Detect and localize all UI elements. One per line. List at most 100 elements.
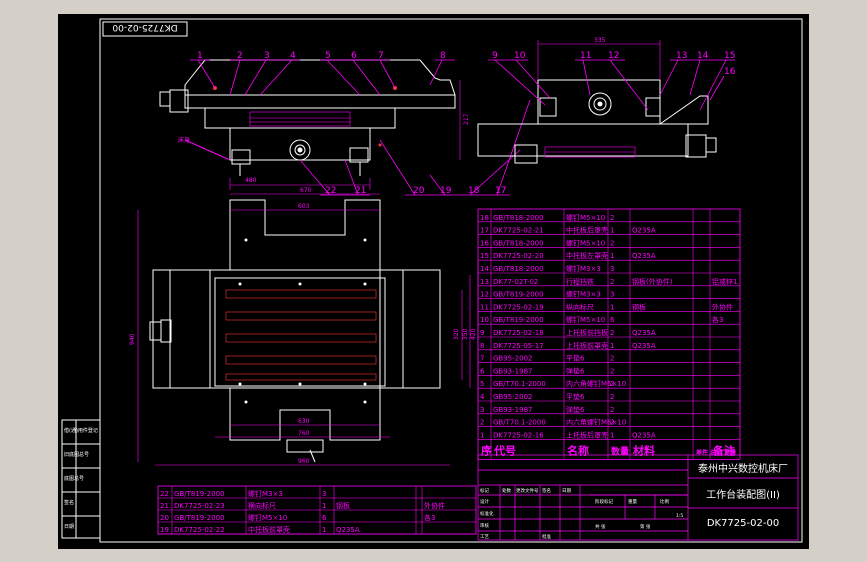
bom-cell-name: 螺钉M3×3 [566, 264, 601, 273]
svg-text:603: 603 [298, 203, 310, 210]
title-block [477, 454, 799, 541]
left-registration-column [61, 419, 101, 539]
bom-cell-no: 2 [480, 419, 484, 427]
svg-text:比例: 比例 [660, 498, 669, 505]
bom-header-material: 材料 [633, 443, 655, 457]
svg-text:设计: 设计 [480, 498, 489, 505]
bom-cell-no: 13 [480, 278, 489, 286]
bom-cell-no: 14 [480, 265, 489, 273]
callouts-front-view: 1 2 3 4 5 6 7 8 [197, 51, 446, 61]
bom-cell-name: 上托板前罩壳 [566, 341, 608, 350]
bom-cell-code: GB/T818-2000 [493, 214, 544, 222]
svg-text:日期: 日期 [562, 488, 571, 494]
bom-cell-name: 平垫6 [566, 354, 585, 363]
bom-cell-qty: 3 [610, 265, 614, 273]
bom-cell-code: DK7725-02-23 [174, 502, 225, 510]
bom-header-no: 序 [481, 443, 492, 457]
bom-cell-qty: 1 [610, 431, 614, 439]
bom-cell-qty: 2 [610, 214, 614, 222]
bom-cell-no: 21 [160, 502, 169, 510]
bom-cell-name: 内六角螺钉M6×10 [566, 379, 626, 388]
svg-text:5: 5 [325, 51, 331, 61]
svg-text:8: 8 [440, 51, 446, 61]
bom-cell-no: 17 [480, 227, 489, 235]
bom-cell-remark: 外协件 [424, 501, 445, 510]
svg-text:7: 7 [378, 51, 384, 61]
front-view-dims [229, 80, 461, 190]
bom-cell-qty: 1 [610, 342, 614, 350]
side-view-dims [537, 40, 661, 80]
reg-label-5: 日期 [64, 524, 74, 530]
bom-cell-code: DK7725-02-18 [493, 329, 544, 337]
bom-cell-qty: 2 [610, 239, 614, 247]
svg-text:10: 10 [514, 51, 526, 61]
dim-top-width: 480 [245, 177, 257, 184]
bom-cell-code: DK7725-02-21 [493, 227, 544, 235]
svg-text:14: 14 [697, 51, 709, 61]
bom-cell-code: GB/T819-2000 [493, 291, 544, 299]
drawing-sheet[interactable] [58, 14, 809, 549]
bom-cell-material: 钢板 [336, 501, 350, 510]
bom-cell-name: 中托板后罩壳 [566, 226, 608, 235]
bom-cell-code: GB95-2002 [493, 393, 532, 401]
bom-header-qty: 数量 [611, 445, 629, 457]
svg-text:670: 670 [300, 187, 312, 194]
bom-cell-name: 螺钉M3×3 [566, 290, 601, 299]
side-elevation-hatch [544, 146, 636, 158]
bom-cell-name: 纵向标尺 [566, 302, 594, 311]
plan-dim-labels: 670 603 940 320 350 420 630 760 960 [129, 187, 477, 465]
bom-cell-qty: 3 [322, 490, 326, 498]
dim-side-width: 335 [594, 37, 606, 44]
bom-cell-no: 6 [480, 367, 485, 375]
callout-leaders-front [190, 59, 455, 96]
svg-text:21: 21 [355, 186, 366, 196]
bom-cell-no: 15 [480, 252, 489, 260]
bom-header-name: 名称 [567, 443, 589, 457]
svg-text:11: 11 [580, 51, 591, 61]
bom-cell-no: 1 [480, 431, 484, 439]
svg-text:12: 12 [608, 51, 619, 61]
bom-cell-material: 钢板(外协件) [632, 277, 673, 286]
bom-cell-name: 螺钉M5×10 [566, 238, 605, 247]
bom-cell-no: 7 [480, 355, 484, 363]
svg-text:第 张: 第 张 [640, 523, 651, 530]
bom-cell-no: 5 [480, 380, 484, 388]
plan-view-slots [225, 289, 377, 381]
svg-text:960: 960 [298, 458, 310, 465]
svg-text:22: 22 [325, 186, 336, 196]
dim-top-height: 217 [463, 113, 470, 125]
bom-cell-code: DK7725-05-17 [493, 342, 544, 350]
svg-text:2: 2 [237, 51, 243, 61]
bom-cell-no: 8 [480, 342, 484, 350]
svg-text:630: 630 [298, 418, 310, 425]
svg-text:17: 17 [495, 186, 506, 196]
bom-cell-no: 16 [480, 239, 489, 247]
title-small-labels: 标记 处数 更改文件号 签名 日期 设计 标准化 审核 工艺 批准 阶段标记 重… [480, 487, 683, 540]
svg-text:16: 16 [724, 67, 736, 77]
svg-text:签名: 签名 [542, 487, 551, 494]
bom-cell-no: 19 [160, 526, 169, 534]
svg-text:处数: 处数 [502, 487, 511, 494]
bom-cell-name: 螺钉M5×10 [566, 213, 605, 222]
plan-view-dims [137, 193, 479, 466]
bom-cell-material: Q235A [632, 431, 656, 439]
svg-text:标记: 标记 [480, 487, 489, 494]
bom-cell-remark: 各3 [424, 513, 435, 522]
svg-text:320: 320 [453, 328, 460, 340]
callout-leaders-bottom [299, 99, 531, 196]
svg-text:350: 350 [462, 328, 469, 340]
drawing-number-rotated: DK7725-02-00 [112, 22, 177, 32]
bom-cell-no: 9 [480, 329, 484, 337]
svg-text:9: 9 [492, 51, 498, 61]
bom-header-weight: 单件 总计 重量 [696, 448, 736, 456]
bom-cell-name: 中托板左罩壳 [566, 251, 608, 260]
bom-cell-code: GB/T819-2000 [493, 316, 544, 324]
bom-cell-code: DK7725-02-19 [493, 303, 544, 311]
svg-text:19: 19 [440, 186, 452, 196]
bom-cell-no: 4 [480, 393, 485, 401]
bom-cell-code: GB/T818-2000 [493, 239, 544, 247]
svg-text:更改文件号: 更改文件号 [516, 487, 539, 494]
callouts-side-view: 9 10 11 12 13 14 15 16 [492, 51, 736, 77]
